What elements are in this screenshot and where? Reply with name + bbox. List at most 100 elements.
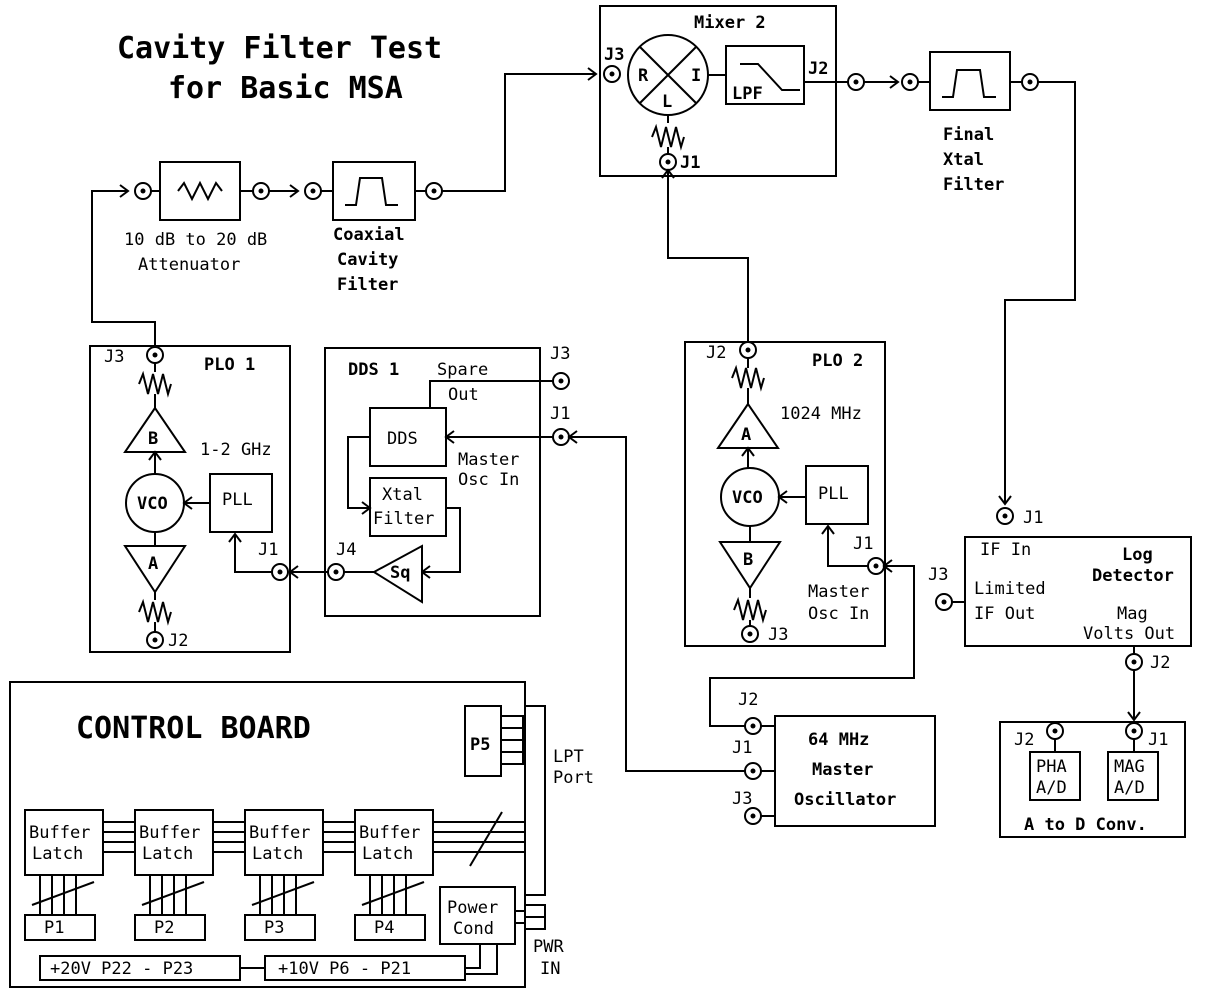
plo1-j2: J2 <box>168 631 188 651</box>
svg-text:Latch: Latch <box>32 844 83 864</box>
svg-text:P4: P4 <box>374 918 394 938</box>
atod-pha2: A/D <box>1036 778 1067 798</box>
atod-mag2: A/D <box>1114 778 1145 798</box>
amplifier-a-icon <box>123 545 187 594</box>
title-line1: Cavity Filter Test <box>117 31 442 66</box>
connector-icon <box>847 73 865 91</box>
svg-text:Buffer: Buffer <box>249 823 310 843</box>
final-xtal-label1: Final <box>943 125 994 145</box>
connector-icon <box>252 182 270 200</box>
p5-pins <box>500 715 524 765</box>
connector-icon <box>1125 653 1143 671</box>
cavity-filter-label3: Filter <box>337 275 398 295</box>
atod-j1: J1 <box>1148 730 1168 750</box>
plo2-master1: Master <box>808 582 869 602</box>
cavity-filter-label2: Cavity <box>337 250 398 270</box>
latch-outputs <box>31 875 425 915</box>
mixer2-r: R <box>638 66 649 86</box>
dds1-master1: Master <box>458 450 519 470</box>
dds1-j1: J1 <box>550 404 570 424</box>
master-osc-line1: 64 MHz <box>808 730 869 750</box>
attenuator-label2: Attenuator <box>138 255 240 275</box>
plo1-amp-b: B <box>148 429 158 449</box>
dds1-j4: J4 <box>336 540 356 560</box>
svg-text:P1: P1 <box>44 918 64 938</box>
mixer2-j1: J1 <box>680 153 700 173</box>
attenuator-label1: 10 dB to 20 dB <box>124 230 267 250</box>
control-v10: +10V P6 - P21 <box>278 959 411 979</box>
logdet-j3: J3 <box>928 565 948 585</box>
svg-text:P2: P2 <box>154 918 174 938</box>
mixer2-j3: J3 <box>604 45 624 65</box>
p3-connector: P3 <box>244 914 316 941</box>
connector-icon <box>1021 73 1039 91</box>
connector-icon <box>935 593 953 611</box>
title-line2: for Basic MSA <box>168 71 403 106</box>
attenuator-pad-icon <box>731 364 765 392</box>
power-cond-block <box>439 886 516 945</box>
mixer2-l: L <box>662 92 672 112</box>
atod-pha1: PHA <box>1036 757 1067 777</box>
data-bus <box>103 811 525 867</box>
dds-chip <box>369 407 447 467</box>
control-p5: P5 <box>470 735 490 755</box>
svg-text:Buffer: Buffer <box>29 823 90 843</box>
attenuator-pad-icon <box>651 123 685 151</box>
connector-icon <box>603 65 621 83</box>
connector-icon <box>552 372 570 390</box>
connector-icon <box>744 762 762 780</box>
logdet-mag1: Mag <box>1117 604 1148 624</box>
p2-connector: P2 <box>134 914 206 941</box>
attenuator-pad-icon <box>138 598 172 626</box>
lpf-icon <box>740 63 800 91</box>
master-osc-block <box>774 715 936 827</box>
pha-ad-block <box>1029 751 1081 801</box>
svg-text:Buffer: Buffer <box>139 823 200 843</box>
final-xtal-filter <box>929 51 1011 111</box>
connector-icon <box>146 631 164 649</box>
control-pwr1: PWR <box>533 937 564 957</box>
logdet-lim1: Limited <box>974 579 1046 599</box>
cavity-filter-label1: Coaxial <box>333 225 405 245</box>
buffer-latch-2: Buffer Latch <box>134 809 214 876</box>
plo2-amp-b: B <box>743 550 753 570</box>
p4-connector: P4 <box>354 914 426 941</box>
squarer-icon <box>372 544 423 604</box>
logdet-lim2: IF Out <box>974 604 1035 624</box>
coaxial-cavity-filter <box>332 161 416 221</box>
plo2-freq: 1024 MHz <box>780 404 862 424</box>
dds1-spare1: Spare <box>437 360 488 380</box>
attenuator-pad-icon <box>138 370 172 398</box>
master-osc-line2: Master <box>812 760 873 780</box>
logdet-title1: Log <box>1122 545 1153 565</box>
logdet-title2: Detector <box>1092 566 1174 586</box>
pll-block <box>209 473 273 533</box>
mixer2-i: I <box>691 66 701 86</box>
plo2-j2: J2 <box>706 343 726 363</box>
plo1-pll: PLL <box>222 490 253 510</box>
control-pwr2: IN <box>540 959 560 979</box>
control-board-title: CONTROL BOARD <box>76 711 311 746</box>
dds1-j3: J3 <box>550 344 570 364</box>
logdet-j2: J2 <box>1150 653 1170 673</box>
mixer2-lpf: LPF <box>732 84 763 104</box>
plo2-title: PLO 2 <box>812 351 863 371</box>
connector-icon <box>996 507 1014 525</box>
control-v20: +20V P22 - P23 <box>50 959 193 979</box>
connector-icon <box>271 563 289 581</box>
plo2-amp-a: A <box>741 425 751 445</box>
control-lpt2: Port <box>553 768 594 788</box>
control-power1: Power <box>447 898 498 918</box>
final-xtal-label2: Xtal <box>943 150 984 170</box>
pwr-jack <box>524 904 546 930</box>
plo2-j3: J3 <box>768 625 788 645</box>
dds1-title: DDS 1 <box>348 360 399 380</box>
connector-icon <box>741 625 759 643</box>
log-detector-block <box>964 536 1192 647</box>
plo2-j1: J1 <box>853 534 873 554</box>
mixer2-title: Mixer 2 <box>694 13 766 33</box>
atod-title: A to D Conv. <box>1024 815 1147 835</box>
logdet-j1: J1 <box>1023 508 1043 528</box>
plo1-freq: 1-2 GHz <box>200 440 272 460</box>
